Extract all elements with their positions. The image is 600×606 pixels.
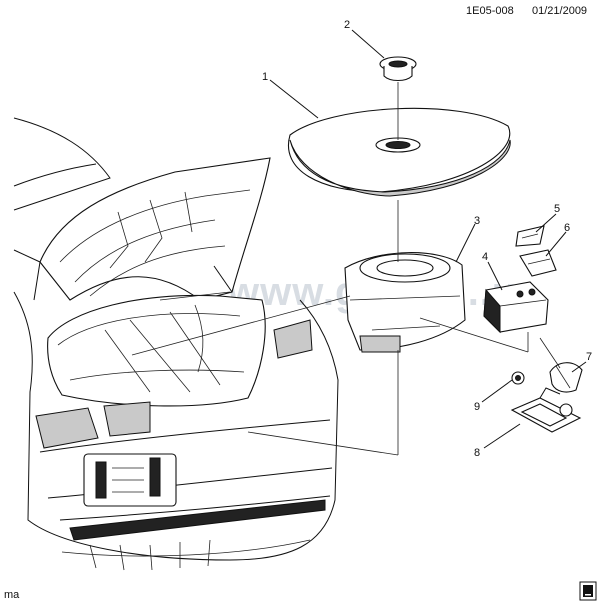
- vehicle-rear-illustration: [13, 117, 339, 571]
- diagram-date: 01/21/2009: [532, 5, 587, 17]
- part-9-nut: [511, 371, 525, 385]
- diagram-code: 1E05-008: [466, 5, 514, 17]
- part-6-pad-sheet: [519, 249, 557, 277]
- callout-4: 4: [482, 251, 488, 263]
- gm-logo-icon: [579, 581, 597, 601]
- part-4-inflator-kit: [483, 281, 549, 334]
- part-7-sleeve: [549, 362, 583, 393]
- footer-mark: ma: [4, 589, 20, 601]
- leader-lines: [131, 29, 587, 456]
- callout-1: 1: [262, 71, 268, 83]
- callout-9: 9: [474, 401, 480, 413]
- callout-3: 3: [474, 215, 480, 227]
- callout-7: 7: [586, 351, 592, 363]
- callout-2: 2: [344, 19, 350, 31]
- callout-8: 8: [474, 447, 480, 459]
- part-2-retainer-knob: [379, 56, 417, 82]
- callout-numbers: 1 2 3 4 5 6 7 8 9: [262, 19, 592, 459]
- callout-5: 5: [554, 203, 560, 215]
- part-8-retainer-bracket: [510, 387, 582, 433]
- callout-6: 6: [564, 222, 570, 234]
- part-1-trunk-floor-cover: [287, 107, 511, 197]
- part-3-storage-tray: [344, 252, 466, 353]
